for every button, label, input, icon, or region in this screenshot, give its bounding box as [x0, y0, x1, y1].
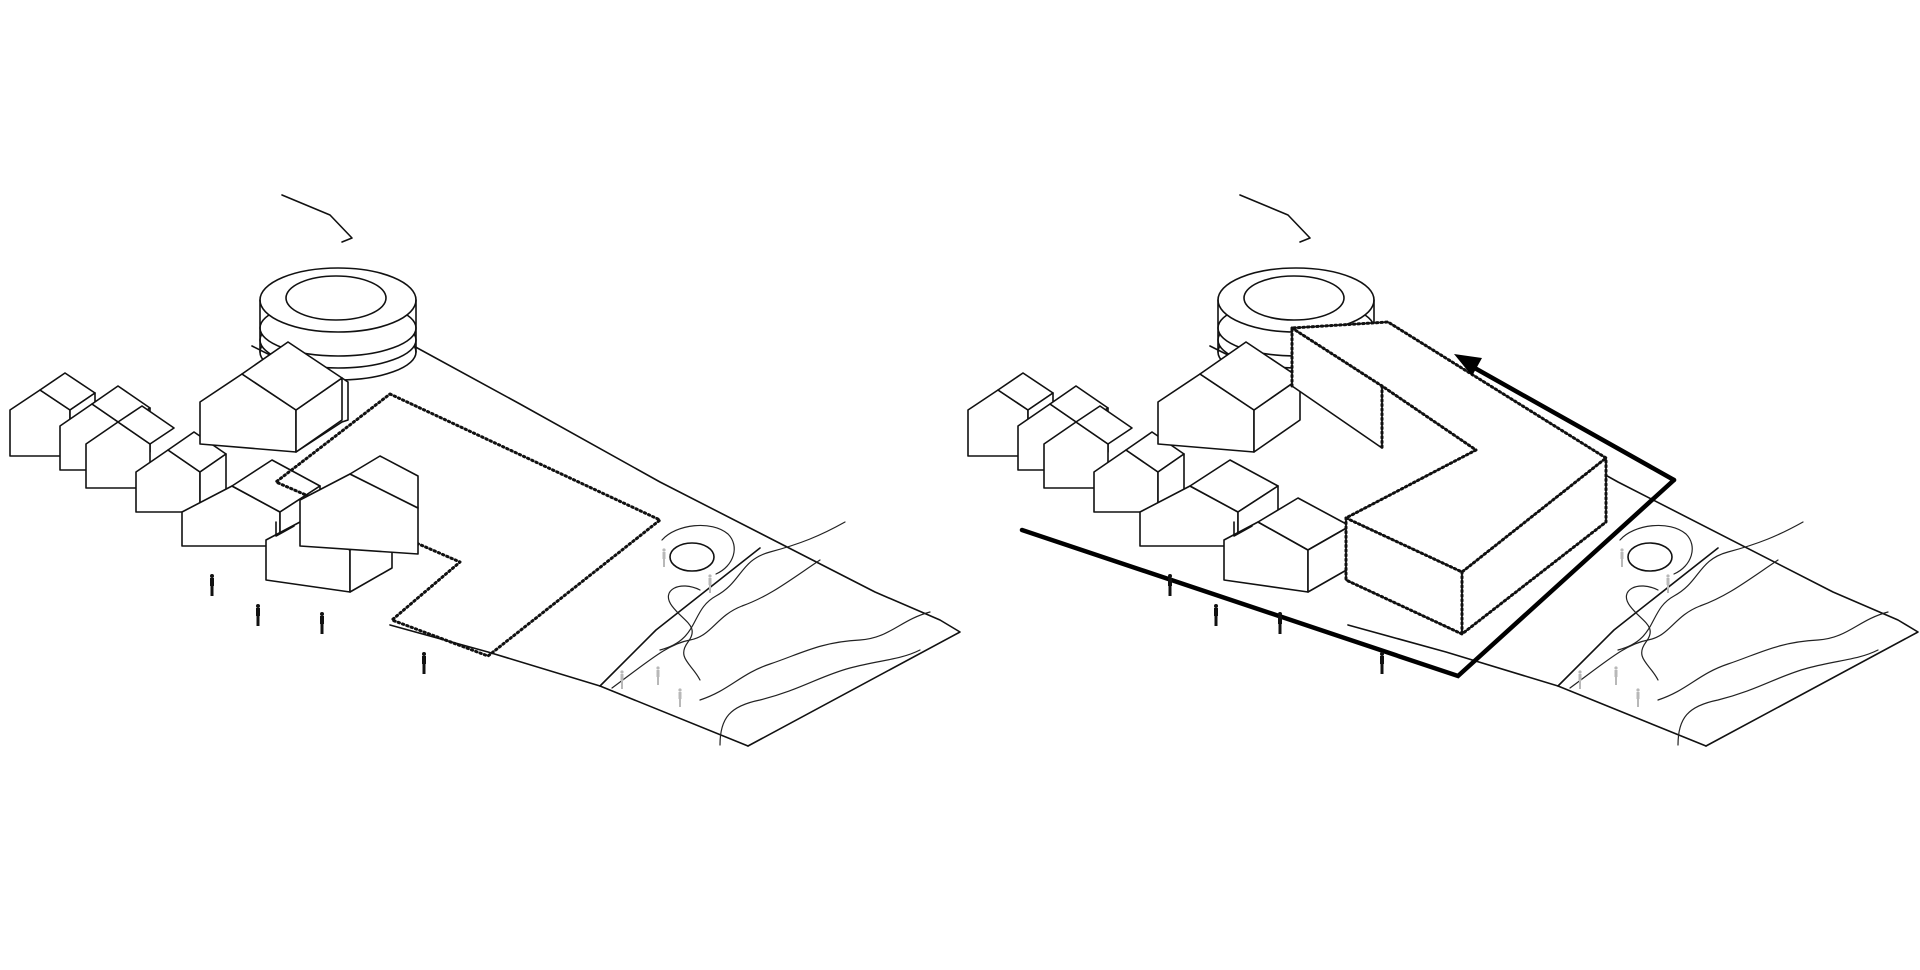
ghost-figure [1636, 688, 1640, 707]
site-boundary-left [274, 392, 662, 658]
direction-arrow [1454, 354, 1677, 483]
person-figure [256, 604, 260, 626]
ghost-figure [1614, 666, 1618, 685]
person-figure [320, 612, 324, 634]
existing-site-diagram [9, 194, 961, 747]
ghost-figure [620, 670, 624, 689]
ghost-figure [708, 574, 712, 593]
person-figure [210, 574, 214, 596]
park-ground-left [389, 343, 961, 747]
person-figure [1278, 612, 1282, 634]
row-houses-left [9, 341, 393, 593]
ghost-figure [656, 666, 660, 685]
ghost-figure [1620, 548, 1624, 567]
proposed-massing-diagram [967, 194, 1919, 747]
ghost-figure [1666, 574, 1670, 593]
proposed-volume [1290, 320, 1608, 636]
street-edge-line [1019, 477, 1677, 679]
person-figure [1214, 604, 1218, 626]
ghost-figure [1578, 670, 1582, 689]
ghost-figure [662, 548, 666, 567]
person-figure [1380, 652, 1384, 674]
ghost-figure [678, 688, 682, 707]
person-figure [1168, 574, 1172, 596]
person-figure [422, 652, 426, 674]
